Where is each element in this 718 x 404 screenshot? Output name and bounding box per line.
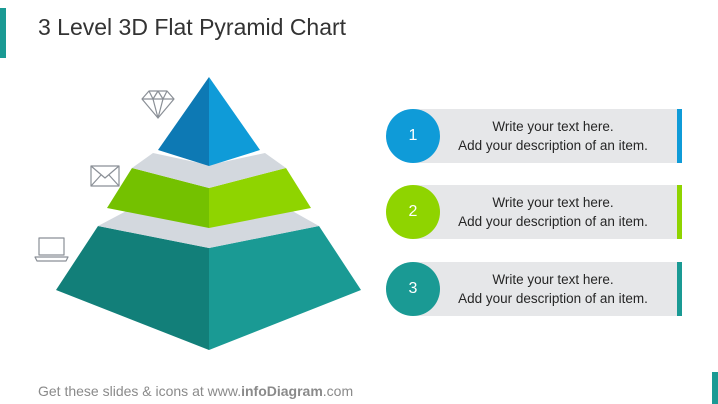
item-number-badge: 2 xyxy=(386,185,440,239)
right-accent-bar xyxy=(712,372,718,404)
item-accent-bar xyxy=(677,109,682,163)
list-item-2: 2 Write your text here. Add your descripti… xyxy=(386,185,682,239)
laptop-icon xyxy=(34,237,69,262)
item-number-badge: 3 xyxy=(386,262,440,316)
pyramid-diagram xyxy=(34,77,361,350)
item-box xyxy=(416,262,682,316)
diamond-icon xyxy=(141,90,175,119)
item-title: Write your text here. xyxy=(492,272,614,287)
pyramid-level-3-right-face xyxy=(209,226,361,350)
item-text: Write your text here. Add your descriptio… xyxy=(448,117,658,155)
pyramid-level-1-left-face xyxy=(158,77,209,166)
page-title: 3 Level 3D Flat Pyramid Chart xyxy=(38,14,347,40)
footer-text: Get these slides & icons at www.infoDiag… xyxy=(38,383,353,399)
left-accent-bar xyxy=(0,8,6,58)
item-description: Add your description of an item. xyxy=(458,138,648,153)
item-number-badge: 1 xyxy=(386,109,440,163)
pyramid-level-2-right-face xyxy=(209,168,311,228)
envelope-icon xyxy=(90,165,120,187)
pyramid-level-3-left-face xyxy=(56,226,209,350)
item-text: Write your text here. Add your descriptio… xyxy=(448,193,658,231)
item-accent-bar xyxy=(677,185,682,239)
item-accent-bar xyxy=(677,262,682,316)
pyramid-slab-lower xyxy=(98,208,319,248)
pyramid-slab-upper xyxy=(132,153,286,188)
item-description: Add your description of an item. xyxy=(458,214,648,229)
pyramid-level-1-right-face xyxy=(209,77,260,166)
list-item-1: 1 Write your text here. Add your descripti… xyxy=(386,109,682,163)
item-box xyxy=(416,185,682,239)
footer-suffix: .com xyxy=(322,383,354,399)
item-box xyxy=(416,109,682,163)
footer-prefix: Get these slides & icons at www. xyxy=(38,383,242,399)
item-text: Write your text here. Add your descriptio… xyxy=(448,270,658,308)
pyramid-level-2-left-face xyxy=(107,168,209,228)
footer-brand: infoDiagram xyxy=(241,383,323,399)
list-item-3: 3 Write your text here. Add your descripti… xyxy=(386,262,682,316)
item-description: Add your description of an item. xyxy=(458,291,648,306)
item-title: Write your text here. xyxy=(492,119,614,134)
item-title: Write your text here. xyxy=(492,195,614,210)
